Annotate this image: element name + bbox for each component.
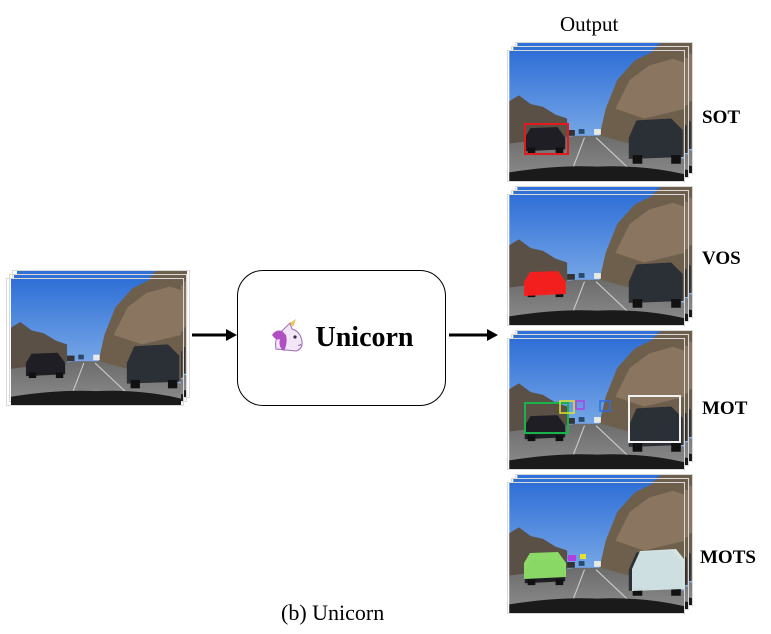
task-label-vos: VOS	[702, 248, 741, 269]
figure-caption: (b) Unicorn	[281, 600, 385, 625]
unicorn-model-box: Unicorn	[237, 270, 446, 406]
mot-frame-front	[507, 338, 685, 470]
vos-mask	[524, 271, 566, 296]
mot-box-yellow	[559, 400, 575, 414]
task-label-sot: SOT	[702, 107, 741, 128]
mots-mask-white	[632, 549, 684, 591]
sot-frame-front	[507, 50, 685, 182]
arrow-to-model	[192, 329, 237, 341]
task-label-mots: MOTS	[700, 547, 756, 568]
arrow-to-output	[449, 329, 498, 341]
sot-bounding-box	[524, 123, 569, 155]
input-frame-stack	[6, 270, 190, 408]
output-frame-stack-sot	[507, 42, 693, 182]
mot-box-blue	[599, 400, 611, 412]
mots-mask-purple	[568, 555, 576, 561]
mot-box-purple	[575, 400, 585, 410]
vos-frame-front	[507, 194, 685, 326]
model-label: Unicorn	[315, 322, 414, 353]
task-label-mot: MOT	[702, 398, 748, 419]
mot-box-white	[628, 395, 681, 443]
unicorn-icon	[270, 318, 306, 358]
output-frame-stack-mot	[507, 330, 693, 470]
output-frame-stack-mots	[507, 474, 693, 614]
output-frame-stack-vos	[507, 186, 693, 326]
mots-mask-green	[524, 552, 566, 579]
mots-frame-front	[507, 482, 685, 614]
mot-box-green	[524, 402, 569, 434]
mots-mask-yellow	[580, 554, 586, 559]
output-title: Output	[560, 12, 619, 36]
input-frame-front	[6, 278, 184, 406]
